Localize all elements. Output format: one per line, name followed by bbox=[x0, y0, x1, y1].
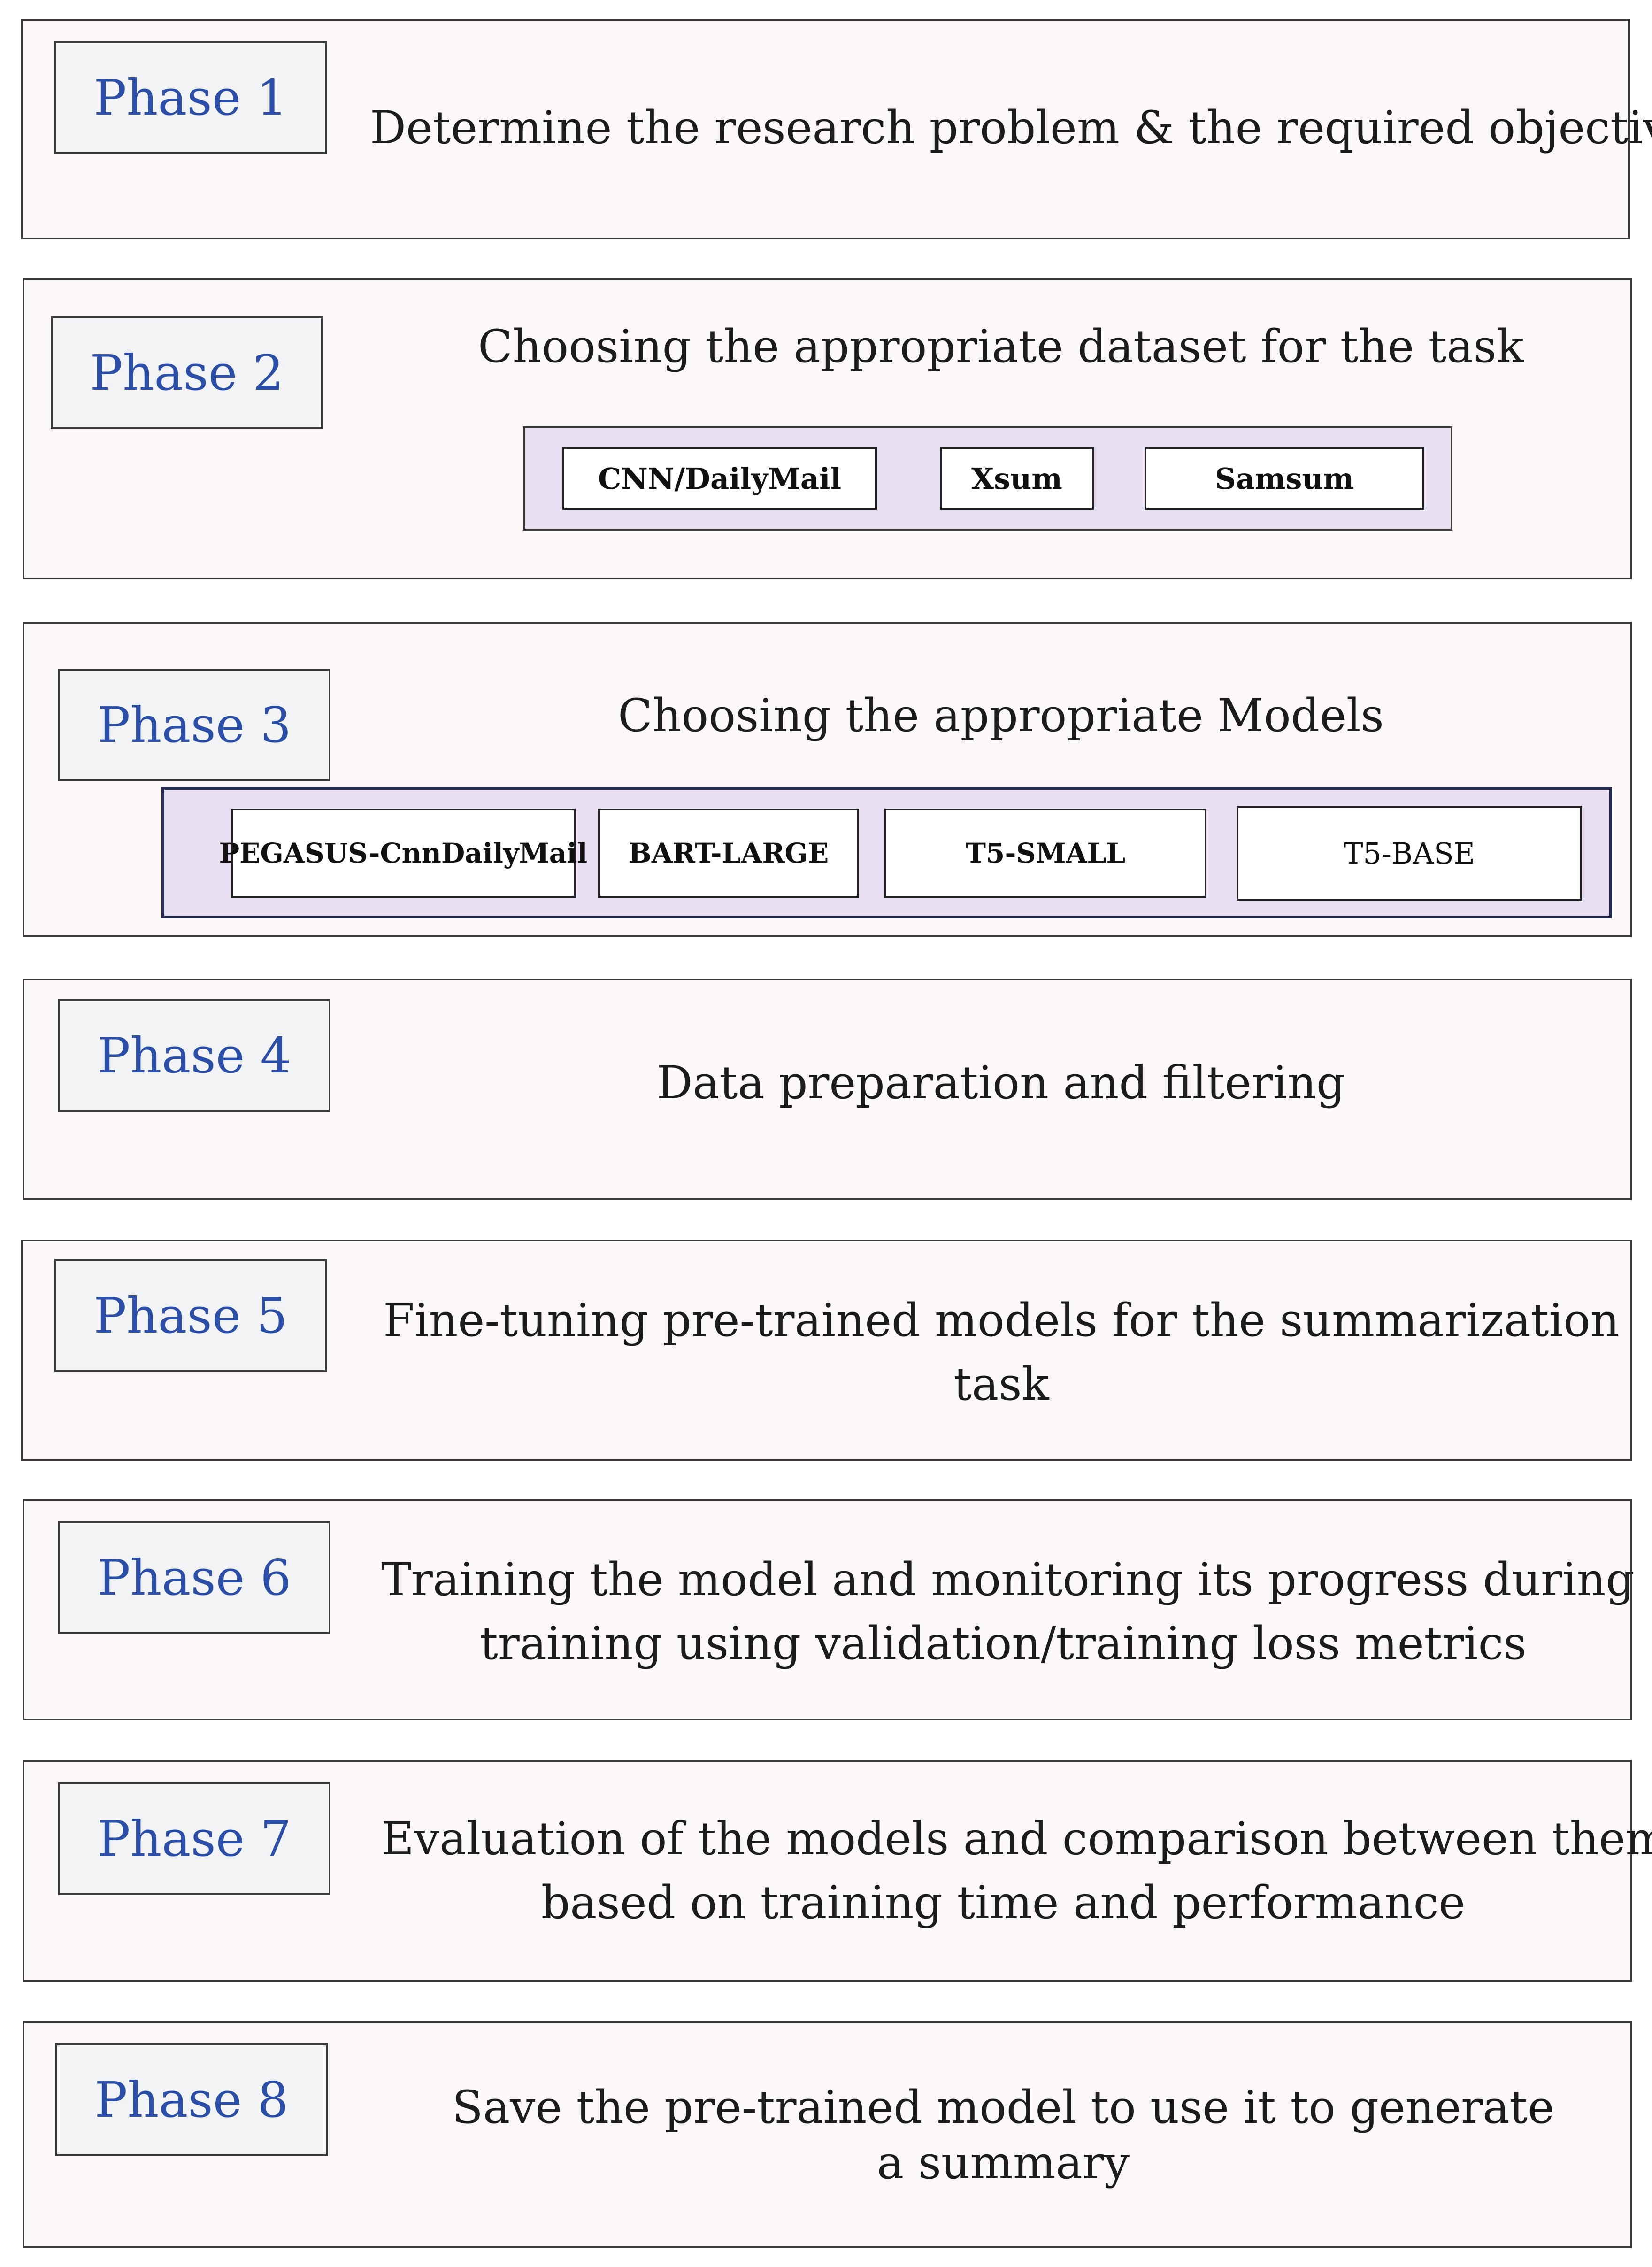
phase-8-text-line-2: a summary bbox=[876, 2136, 1130, 2189]
model-chip-t5-small: T5-SMALL bbox=[884, 809, 1206, 898]
phase-6-card: Phase 6 Training the model and monitorin… bbox=[23, 1499, 1635, 1720]
phase-4-label: Phase 4 bbox=[58, 999, 330, 1112]
phase-3-label: Phase 3 bbox=[58, 669, 330, 781]
phase-6-text-line-1: Training the model and monitoring its pr… bbox=[381, 1553, 1635, 1606]
phase-4-card: Phase 4 Data preparation and filtering bbox=[23, 979, 1632, 1200]
phase-3-card: Phase 3 Choosing the appropriate Models … bbox=[23, 622, 1632, 937]
phase-7-text-line-2: based on training time and performance bbox=[541, 1876, 1466, 1929]
phase-6-label: Phase 6 bbox=[58, 1521, 330, 1634]
phase-5-text-line-1: Fine-tuning pre-trained models for the s… bbox=[383, 1294, 1620, 1347]
phase-1-text: Determine the research problem & the req… bbox=[370, 101, 1652, 154]
phase-8-text-line-1: Save the pre-trained model to use it to … bbox=[452, 2081, 1554, 2134]
phase-8-label: Phase 8 bbox=[55, 2043, 328, 2156]
dataset-tray: CNN/DailyMail Xsum Samsum bbox=[523, 426, 1452, 531]
model-tray: PEGASUS-CnnDailyMail BART-LARGE T5-SMALL… bbox=[161, 787, 1612, 918]
phase-5-text-line-2: task bbox=[953, 1358, 1049, 1411]
dataset-chip-samsum: Samsum bbox=[1145, 447, 1424, 510]
phase-1-label: Phase 1 bbox=[54, 41, 327, 154]
phase-2-text: Choosing the appropriate dataset for the… bbox=[478, 320, 1524, 373]
phase-4-text: Data preparation and filtering bbox=[656, 1056, 1345, 1109]
phase-8-card: Phase 8 Save the pre-trained model to us… bbox=[23, 2021, 1632, 2248]
phase-2-card: Phase 2 Choosing the appropriate dataset… bbox=[23, 278, 1632, 579]
model-chip-bart-large: BART-LARGE bbox=[598, 809, 859, 898]
phase-5-label: Phase 5 bbox=[54, 1259, 327, 1372]
phase-2-label: Phase 2 bbox=[51, 316, 323, 429]
model-chip-t5-base: T5-BASE bbox=[1237, 806, 1582, 901]
phase-5-card: Phase 5 Fine-tuning pre-trained models f… bbox=[21, 1240, 1632, 1461]
phase-1-card: Phase 1 Determine the research problem &… bbox=[21, 19, 1652, 239]
phase-7-text-line-1: Evaluation of the models and comparison … bbox=[381, 1812, 1652, 1865]
phase-6-text-line-2: training using validation/training loss … bbox=[480, 1617, 1527, 1670]
model-chip-pegasus: PEGASUS-CnnDailyMail bbox=[219, 809, 587, 898]
phase-7-card: Phase 7 Evaluation of the models and com… bbox=[23, 1760, 1652, 1982]
phase-3-text: Choosing the appropriate Models bbox=[618, 689, 1384, 742]
dataset-chip-xsum: Xsum bbox=[940, 447, 1094, 510]
phase-7-label: Phase 7 bbox=[58, 1782, 330, 1895]
dataset-chip-cnn-dailymail: CNN/DailyMail bbox=[562, 447, 877, 510]
